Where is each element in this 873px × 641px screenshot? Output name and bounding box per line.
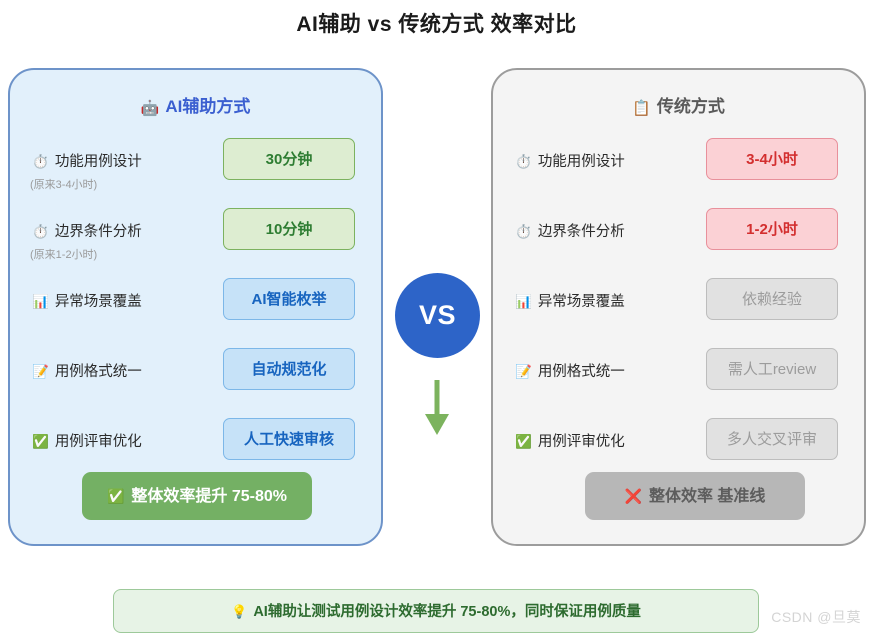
- row-badge: 30分钟: [223, 138, 355, 180]
- row-badge: 人工快速审核: [223, 418, 355, 460]
- row-label: ⏱️ 功能用例设计: [515, 150, 625, 171]
- list-item: ✅ 用例评审优化 人工快速审核: [10, 414, 381, 484]
- stopwatch-icon: ⏱️: [515, 224, 532, 239]
- row-sublabel: (原来1-2小时): [30, 249, 98, 261]
- row-badge: 10分钟: [223, 208, 355, 250]
- row-label: 📝 用例格式统一: [32, 360, 142, 381]
- row-label-text: 用例格式统一: [537, 364, 625, 380]
- traditional-panel-summary: ❌ 整体效率 基准线: [585, 472, 805, 520]
- clipboard-icon: 📋: [632, 100, 651, 117]
- row-label: ✅ 用例评审优化: [32, 430, 142, 451]
- check-mark-icon: ✅: [32, 434, 49, 449]
- list-item: ⏱️ 功能用例设计 (原来3-4小时) 30分钟: [10, 134, 381, 204]
- traditional-panel-header: 📋 传统方式: [493, 92, 864, 117]
- row-badge: 依赖经验: [706, 278, 838, 320]
- list-item: 📊 异常场景覆盖 依赖经验: [493, 274, 864, 344]
- row-label-text: 边界条件分析: [537, 224, 625, 240]
- row-label-text: 用例评审优化: [537, 434, 625, 450]
- row-label: ⏱️ 边界条件分析: [32, 220, 142, 241]
- row-badge: 多人交叉评审: [706, 418, 838, 460]
- traditional-panel-rows: ⏱️ 功能用例设计 3-4小时 ⏱️ 边界条件分析 1-2小时 📊 异常场景覆盖 依赖…: [493, 134, 864, 484]
- stopwatch-icon: ⏱️: [32, 224, 49, 239]
- check-mark-icon: ✅: [515, 434, 532, 449]
- row-label-text: 功能用例设计: [537, 154, 625, 170]
- list-item: 📝 用例格式统一 需人工review: [493, 344, 864, 414]
- traditional-panel-summary-label: 整体效率 基准线: [648, 488, 766, 505]
- summary-banner: 💡 AI辅助让测试用例设计效率提升 75-80%，同时保证用例质量: [113, 589, 759, 633]
- ai-panel-summary: ✅ 整体效率提升 75-80%: [82, 472, 312, 520]
- traditional-panel-header-label: 传统方式: [656, 97, 725, 116]
- row-badge: AI智能枚举: [223, 278, 355, 320]
- stopwatch-icon: ⏱️: [32, 154, 49, 169]
- ai-panel-summary-label: 整体效率提升 75-80%: [131, 488, 288, 505]
- row-sublabel: (原来3-4小时): [30, 179, 98, 191]
- row-label: ✅ 用例评审优化: [515, 430, 625, 451]
- row-badge: 需人工review: [706, 348, 838, 390]
- ai-panel-header: 🤖 AI辅助方式: [10, 92, 381, 117]
- page-title: AI辅助 vs 传统方式 效率对比: [296, 13, 577, 36]
- row-badge: 3-4小时: [706, 138, 838, 180]
- list-item: ✅ 用例评审优化 多人交叉评审: [493, 414, 864, 484]
- list-item: ⏱️ 边界条件分析 1-2小时: [493, 204, 864, 274]
- bar-chart-icon: 📊: [32, 294, 49, 309]
- row-label-text: 功能用例设计: [54, 154, 142, 170]
- row-label: 📊 异常场景覆盖: [515, 290, 625, 311]
- row-label-text: 用例评审优化: [54, 434, 142, 450]
- ai-method-panel: 🤖 AI辅助方式 ⏱️ 功能用例设计 (原来3-4小时) 30分钟 ⏱️ 边界条件分析…: [8, 68, 383, 546]
- vs-badge: VS: [395, 273, 480, 358]
- robot-icon: 🤖: [140, 100, 160, 117]
- row-label: 📝 用例格式统一: [515, 360, 625, 381]
- memo-icon: 📝: [32, 364, 49, 379]
- row-label: ⏱️ 边界条件分析: [515, 220, 625, 241]
- stopwatch-icon: ⏱️: [515, 154, 532, 169]
- ai-panel-rows: ⏱️ 功能用例设计 (原来3-4小时) 30分钟 ⏱️ 边界条件分析 (原来1-2小…: [10, 134, 381, 484]
- row-label-text: 边界条件分析: [54, 224, 142, 240]
- traditional-method-panel: 📋 传统方式 ⏱️ 功能用例设计 3-4小时 ⏱️ 边界条件分析 1-2小时 📊 异常场…: [491, 68, 866, 546]
- bar-chart-icon: 📊: [515, 294, 532, 309]
- lightbulb-icon: 💡: [231, 604, 248, 619]
- list-item: ⏱️ 边界条件分析 (原来1-2小时) 10分钟: [10, 204, 381, 274]
- row-badge: 1-2小时: [706, 208, 838, 250]
- row-label: ⏱️ 功能用例设计: [32, 150, 142, 171]
- memo-icon: 📝: [515, 364, 532, 379]
- list-item: ⏱️ 功能用例设计 3-4小时: [493, 134, 864, 204]
- down-arrow-icon: [425, 380, 449, 435]
- row-label-text: 用例格式统一: [54, 364, 142, 380]
- summary-banner-label: AI辅助让测试用例设计效率提升 75-80%，同时保证用例质量: [253, 604, 641, 620]
- ai-panel-header-label: AI辅助方式: [165, 97, 251, 116]
- list-item: 📝 用例格式统一 自动规范化: [10, 344, 381, 414]
- check-mark-icon: ✅: [106, 488, 125, 504]
- cross-mark-icon: ❌: [624, 488, 642, 504]
- row-label-text: 异常场景覆盖: [537, 294, 625, 310]
- watermark: CSDN @旦莫: [771, 609, 861, 625]
- row-badge: 自动规范化: [223, 348, 355, 390]
- list-item: 📊 异常场景覆盖 AI智能枚举: [10, 274, 381, 344]
- row-label-text: 异常场景覆盖: [54, 294, 142, 310]
- row-label: 📊 异常场景覆盖: [32, 290, 142, 311]
